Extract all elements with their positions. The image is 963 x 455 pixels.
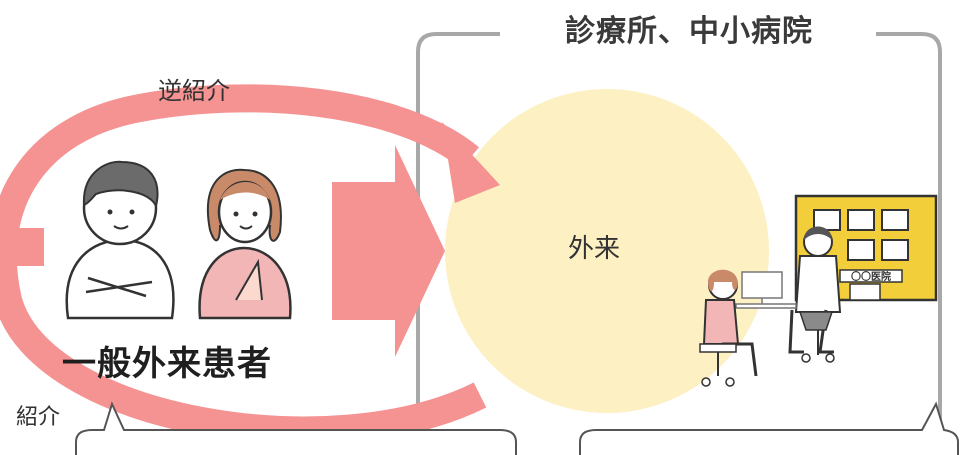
general-outpatients-label: 一般外来患者 [62,344,272,384]
reverse-referral-arrowhead [442,122,500,203]
outpatient-circle [445,89,769,413]
outpatient-label: 外来 [568,234,621,264]
referral-label: 紹介 [16,405,61,430]
left-stub-arrow [0,228,44,266]
right-speech-bubble [579,401,959,455]
seated-patient-illustration [699,269,758,387]
female-patient-illustration [198,168,292,320]
desk-monitor-illustration [735,271,797,309]
male-patient-illustration [65,160,175,320]
reverse-referral-label: 逆紹介 [158,77,230,105]
hospital-sign: 〇〇医院 [851,270,891,283]
facility-frame [416,32,942,455]
left-speech-bubble [75,401,517,455]
forward-arrow [332,145,445,357]
facility-title: 診療所、中小病院 [565,14,813,49]
referral-loop-arrow [0,84,487,445]
doctor-illustration [788,226,842,363]
